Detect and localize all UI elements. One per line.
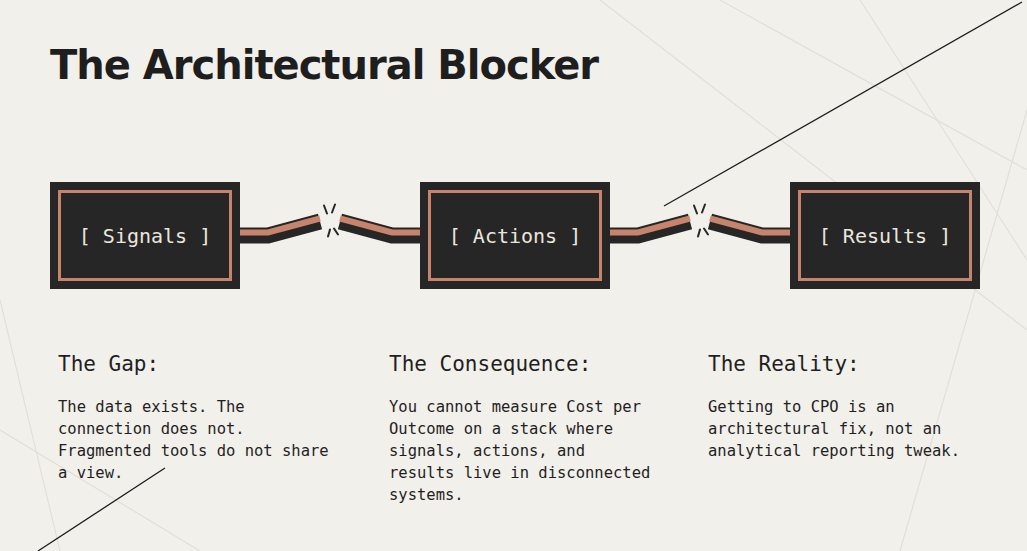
diagram-title: The Architectural Blocker [50,42,598,88]
section-text: Getting to CPO is an architectural fix, … [708,396,998,462]
box-label: [ Results ] [819,224,951,248]
process-box: [ Results ] [790,182,980,289]
process-box: [ Signals ] [50,182,240,289]
section-heading: The Gap: [58,352,338,376]
box-label: [ Signals ] [79,224,211,248]
broken-connector [610,205,790,237]
section-heading: The Consequence: [389,352,679,376]
broken-connector [240,205,420,237]
section-text: The data exists. The connection does not… [58,396,338,484]
box-label: [ Actions ] [449,224,581,248]
section-heading: The Reality: [708,352,998,376]
accent-line [664,2,1022,206]
section-text: You cannot measure Cost per Outcome on a… [389,396,659,506]
process-box: [ Actions ] [420,182,610,289]
